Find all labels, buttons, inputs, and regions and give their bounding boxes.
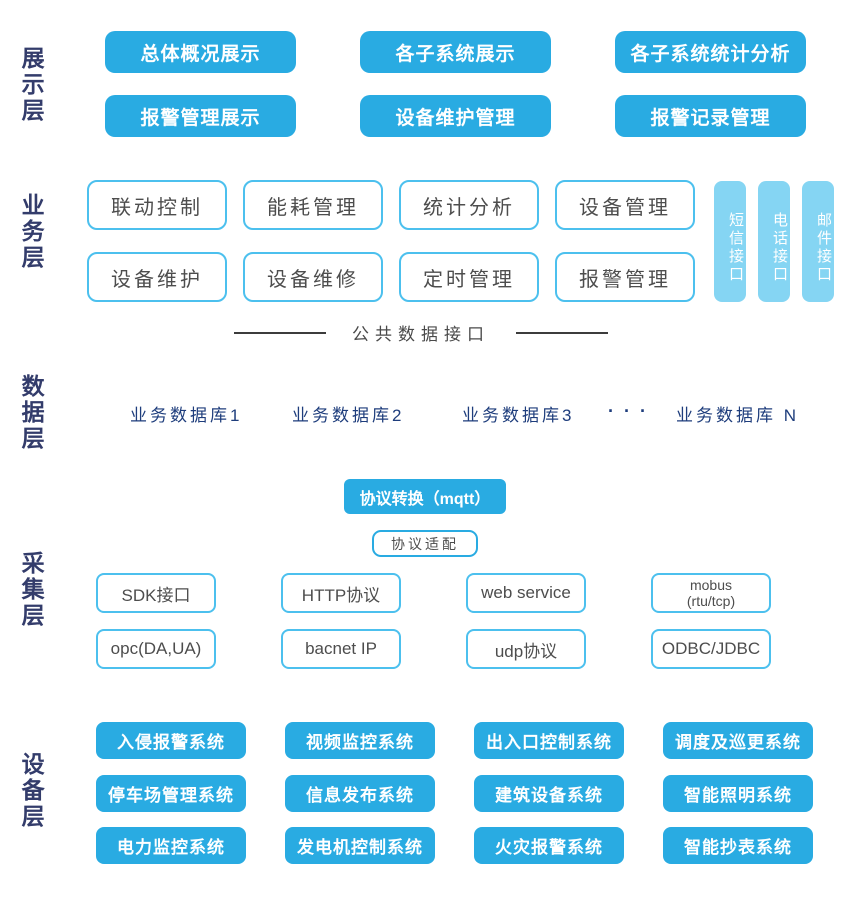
layer-label-data: 数据层 — [18, 374, 45, 452]
protocol-webservice[interactable]: web service — [466, 573, 586, 613]
module-schedule[interactable]: 定时管理 — [399, 252, 539, 302]
channel-email[interactable]: 邮件接口 — [802, 181, 834, 302]
system-video-monitor[interactable]: 视频监控系统 — [285, 722, 435, 759]
collect-row-1: SDK接口 HTTP协议 web service mobus (rtu/tcp) — [96, 573, 771, 613]
layer-label-business: 业务层 — [18, 193, 45, 271]
system-building-equip[interactable]: 建筑设备系统 — [474, 775, 624, 812]
channel-phone[interactable]: 电话接口 — [758, 181, 790, 302]
display-row-1: 总体概况展示 各子系统展示 各子系统统计分析 — [105, 31, 806, 73]
system-meter-reading[interactable]: 智能抄表系统 — [663, 827, 813, 864]
bus-line-right — [516, 331, 608, 334]
database-ellipsis: ··· — [608, 401, 656, 421]
module-alarm-mgmt[interactable]: 报警管理 — [555, 252, 695, 302]
system-fire-alarm[interactable]: 火灾报警系统 — [474, 827, 624, 864]
module-linkage-control[interactable]: 联动控制 — [87, 180, 227, 230]
display-btn-alarm-display[interactable]: 报警管理展示 — [105, 95, 296, 137]
protocol-bacnet[interactable]: bacnet IP — [281, 629, 401, 669]
database-n: 业务数据库 N — [676, 406, 799, 425]
protocol-sdk[interactable]: SDK接口 — [96, 573, 216, 613]
channel-sms[interactable]: 短信接口 — [714, 181, 746, 302]
display-btn-alarm-record[interactable]: 报警记录管理 — [615, 95, 806, 137]
module-energy[interactable]: 能耗管理 — [243, 180, 383, 230]
system-smart-lighting[interactable]: 智能照明系统 — [663, 775, 813, 812]
layer-label-device: 设备层 — [18, 752, 45, 830]
collect-row-2: opc(DA,UA) bacnet IP udp协议 ODBC/JDBC — [96, 629, 771, 669]
protocol-opc[interactable]: opc(DA,UA) — [96, 629, 216, 669]
database-2: 业务数据库2 — [292, 406, 405, 425]
device-row-3: 电力监控系统 发电机控制系统 火灾报警系统 智能抄表系统 — [96, 827, 813, 864]
module-device-mgmt[interactable]: 设备管理 — [555, 180, 695, 230]
protocol-odbc[interactable]: ODBC/JDBC — [651, 629, 771, 669]
system-parking[interactable]: 停车场管理系统 — [96, 775, 246, 812]
module-device-maintain[interactable]: 设备维护 — [87, 252, 227, 302]
database-1: 业务数据库1 — [130, 406, 243, 425]
system-generator[interactable]: 发电机控制系统 — [285, 827, 435, 864]
bus-label: 公共数据接口 — [352, 325, 490, 344]
module-statistics[interactable]: 统计分析 — [399, 180, 539, 230]
protocol-udp[interactable]: udp协议 — [466, 629, 586, 669]
system-access-control[interactable]: 出入口控制系统 — [474, 722, 624, 759]
business-row-2: 设备维护 设备维修 定时管理 报警管理 — [87, 252, 695, 302]
protocol-adapter[interactable]: 协议适配 — [372, 530, 478, 557]
bus-line-left — [234, 331, 326, 334]
protocol-converter-mqtt[interactable]: 协议转换（mqtt） — [344, 479, 506, 514]
layer-label-display: 展示层 — [18, 46, 45, 124]
layer-label-collect: 采集层 — [18, 551, 45, 629]
protocol-http[interactable]: HTTP协议 — [281, 573, 401, 613]
display-btn-subsystems[interactable]: 各子系统展示 — [360, 31, 551, 73]
business-row-1: 联动控制 能耗管理 统计分析 设备管理 — [87, 180, 695, 230]
display-btn-overview[interactable]: 总体概况展示 — [105, 31, 296, 73]
system-patrol[interactable]: 调度及巡更系统 — [663, 722, 813, 759]
display-btn-maintenance[interactable]: 设备维护管理 — [360, 95, 551, 137]
common-data-bus: 公共数据接口 — [0, 320, 842, 345]
system-info-publish[interactable]: 信息发布系统 — [285, 775, 435, 812]
display-row-2: 报警管理展示 设备维护管理 报警记录管理 — [105, 95, 806, 137]
system-power-monitor[interactable]: 电力监控系统 — [96, 827, 246, 864]
database-3: 业务数据库3 — [462, 406, 575, 425]
display-btn-stats[interactable]: 各子系统统计分析 — [615, 31, 806, 73]
module-device-repair[interactable]: 设备维修 — [243, 252, 383, 302]
channel-group: 短信接口 电话接口 邮件接口 — [714, 181, 834, 302]
device-row-2: 停车场管理系统 信息发布系统 建筑设备系统 智能照明系统 — [96, 775, 813, 812]
protocol-modbus[interactable]: mobus (rtu/tcp) — [651, 573, 771, 613]
system-intrusion-alarm[interactable]: 入侵报警系统 — [96, 722, 246, 759]
device-row-1: 入侵报警系统 视频监控系统 出入口控制系统 调度及巡更系统 — [96, 722, 813, 759]
